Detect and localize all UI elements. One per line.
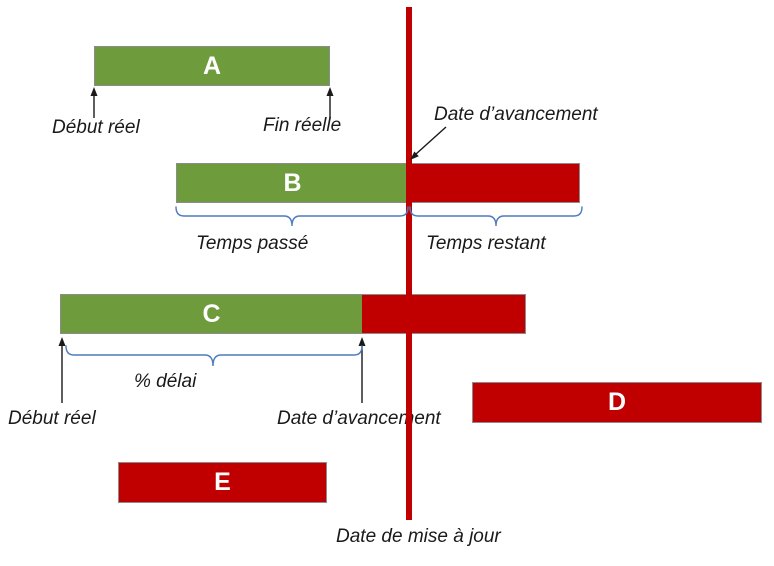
label-debut-reel-bottom: Début réel bbox=[8, 408, 96, 429]
label-date-mise-a-jour: Date de mise à jour bbox=[336, 526, 501, 547]
brace-temps-restant bbox=[409, 206, 583, 227]
bar-d-label: D bbox=[607, 388, 627, 416]
arrow-date-avancement-bottom bbox=[358, 337, 366, 403]
arrow-debut-reel-top bbox=[90, 87, 98, 118]
brace-pct-delai bbox=[65, 345, 363, 367]
bar-a-label: A bbox=[202, 51, 222, 80]
arrow-date-avancement-top bbox=[410, 126, 447, 160]
update-date-line bbox=[406, 7, 412, 520]
arrow-fin-reelle bbox=[326, 87, 334, 118]
brace-temps-passe bbox=[175, 206, 409, 227]
bar-a: A bbox=[94, 46, 330, 86]
bar-b-remaining-segment bbox=[408, 163, 580, 203]
label-date-avancement-bottom: Date d’avancement bbox=[277, 408, 441, 429]
bar-c-remaining-segment bbox=[362, 294, 526, 334]
bar-e: E bbox=[118, 462, 327, 503]
bar-d: D bbox=[472, 382, 762, 423]
arrow-debut-reel-bottom bbox=[58, 337, 66, 403]
bar-b-label: B bbox=[283, 168, 302, 197]
label-fin-reelle: Fin réelle bbox=[263, 115, 342, 136]
bar-c-done-segment: C bbox=[60, 294, 362, 334]
label-temps-restant: Temps restant bbox=[426, 233, 546, 254]
label-debut-reel-top: Début réel bbox=[52, 117, 140, 138]
label-date-avancement-top: Date d’avancement bbox=[434, 104, 598, 125]
label-pct-delai: % délai bbox=[134, 371, 197, 392]
bar-c-label: C bbox=[202, 299, 221, 328]
bar-b-done-segment: B bbox=[176, 163, 408, 203]
label-temps-passe: Temps passé bbox=[196, 233, 309, 254]
bar-e-label: E bbox=[214, 468, 231, 496]
